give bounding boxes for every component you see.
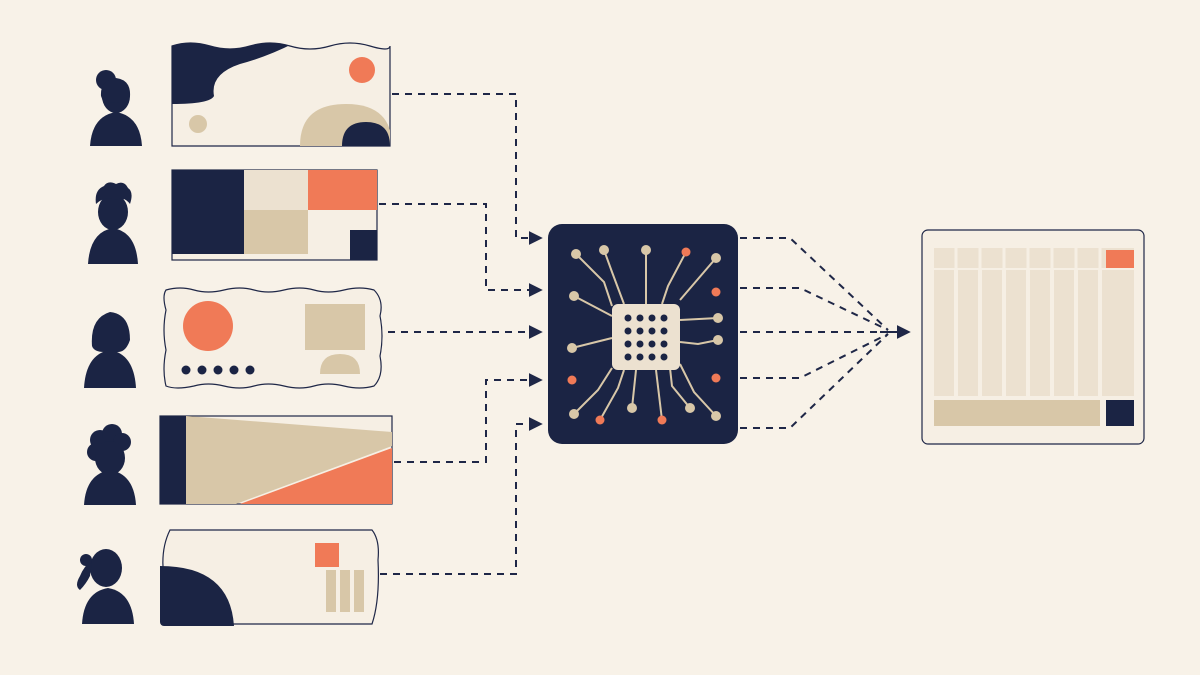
person-ponytail-icon xyxy=(77,549,134,624)
person-bob-hair-icon xyxy=(84,312,136,388)
person-bun-hair-icon xyxy=(90,70,142,146)
person-curly-hair-icon xyxy=(88,182,138,264)
wavy-abstract-card xyxy=(171,42,391,147)
circuit-chip-icon xyxy=(548,224,738,444)
connector-1 xyxy=(392,93,543,245)
input-connectors xyxy=(379,93,543,575)
output-connectors xyxy=(740,237,911,429)
diagonal-split-card xyxy=(159,415,393,505)
person-afro-hair-icon xyxy=(84,424,136,505)
quarter-circle-bars-card xyxy=(160,529,379,626)
connector-4 xyxy=(394,373,543,463)
connector-2 xyxy=(379,203,543,297)
table-grid-icon xyxy=(921,229,1145,445)
circle-square-card xyxy=(163,287,383,389)
color-block-grid-card xyxy=(171,169,378,261)
connector-5 xyxy=(380,417,543,575)
